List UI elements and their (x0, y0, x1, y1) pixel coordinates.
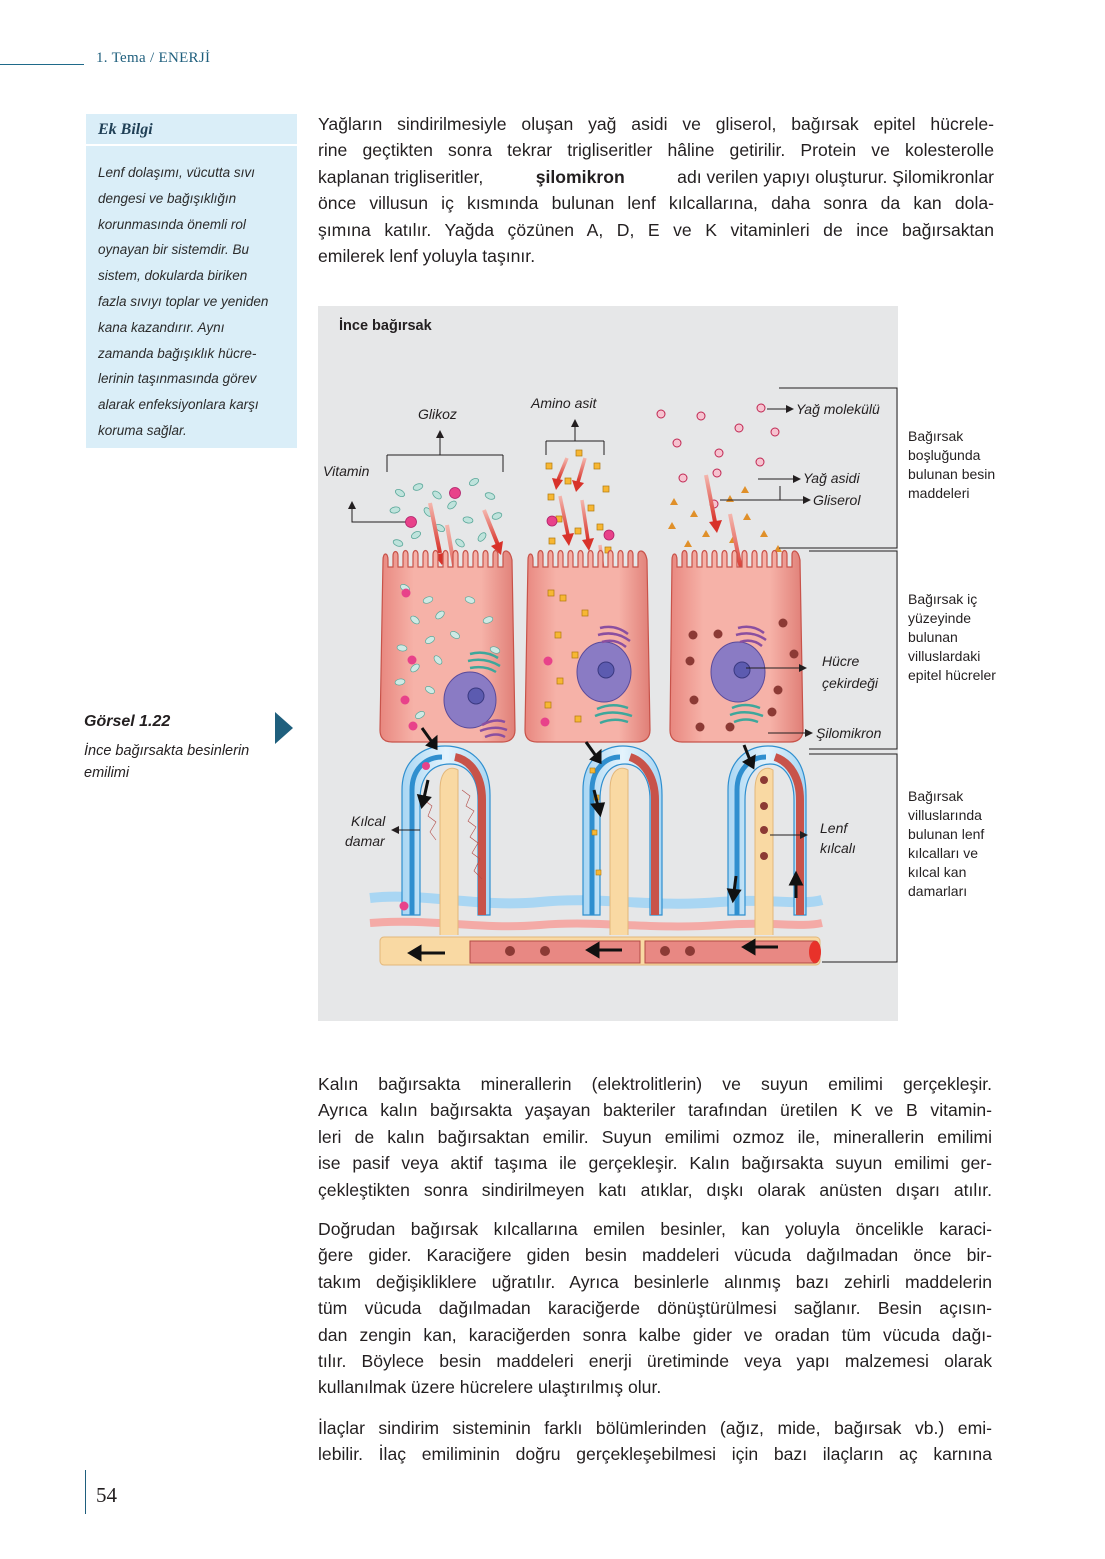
figure-brackets (779, 387, 898, 963)
info-line: alarak enfeksiyonlara karşı (98, 397, 259, 413)
label-lenf: Lenf (820, 820, 849, 836)
side-label-lumen: Bağırsak boşluğunda bulunan besin maddel… (908, 427, 995, 503)
text-span: adı verilen yapıyı oluşturur. Şilomikron… (677, 166, 994, 187)
villus-2 (582, 745, 663, 935)
figure-title: İnce bağırsak (339, 318, 432, 334)
text-line: ise pasif veya aktif taşıma ile gerçekle… (318, 1153, 992, 1174)
side-line: epitel hücreler (908, 667, 996, 683)
label-hucre: Hücre (822, 653, 860, 669)
info-line: oynayan bir sistemdir. Bu (98, 242, 250, 258)
info-line: sistem, dokularda biriken (98, 268, 248, 284)
chapter-title: 1. Tema / ENERJİ (96, 50, 211, 66)
label-yag-molekulu: Yağ molekülü (796, 401, 880, 417)
label-silomikron: Şilomikron (816, 725, 882, 741)
text-line: önce villusun iç kısmında bulunan lenf k… (318, 193, 994, 214)
villi: Kılcal damar Lenf kılcalı (345, 727, 856, 966)
label-amino-asit: Amino asit (530, 395, 597, 411)
label-vitamin: Vitamin (323, 463, 370, 479)
caption-line: İnce bağırsakta besinlerin (84, 743, 250, 759)
figure-caption-body: İnce bağırsakta besinlerin emilimi (84, 740, 249, 784)
label-kilcal: Kılcal (351, 813, 386, 829)
info-line: kana kazandırır. Aynı (98, 319, 225, 335)
info-line: dengesi ve bağışıklığın (98, 190, 237, 206)
text-line: Kalın bağırsakta minerallerin (elektroli… (318, 1074, 992, 1094)
text-line: İlaçlar sindirim sisteminin farklı bölüm… (318, 1418, 992, 1438)
text-line: leri de kalın bağırsaktan emilir. Suyun … (318, 1126, 992, 1147)
text-line: dan zengin kan, karaciğerden sonra kalbe… (318, 1324, 992, 1345)
label-cekirdegi: çekirdeği (822, 675, 879, 691)
paragraph-4: İlaçlar sindirim sisteminin farklı bölüm… (318, 1415, 992, 1468)
footer-rule (85, 1470, 86, 1514)
info-line: zamanda bağışıklık hücre- (98, 345, 257, 361)
label-damar: damar (345, 833, 386, 849)
glucose-group: Glikoz Vitamin (323, 406, 504, 610)
page-number: 54 (96, 1483, 117, 1507)
epithelial-cell-1 (379, 549, 516, 743)
keyword-silomikron: şilomikron (535, 166, 625, 187)
amino-acid-molecules (545, 449, 612, 554)
info-line: fazla sıvıyı toplar ve yeniden (98, 293, 269, 309)
text-line: rine geçtikten sonra tekrar trigliseritl… (318, 140, 994, 161)
text-line: Yağların sindirilmesiyle oluşan yağ asid… (318, 114, 994, 134)
text-line: ğere gider. Karaciğere giden besin madde… (318, 1245, 992, 1266)
info-box-header: Ek Bilgi (86, 114, 297, 146)
epithelial-cell-3 (669, 549, 804, 743)
caption-line: emilimi (84, 765, 130, 781)
label-yag-asidi: Yağ asidi (803, 470, 860, 486)
side-line: Bağırsak (908, 428, 964, 444)
paragraph-2: Kalın bağırsakta minerallerin (elektroli… (318, 1071, 992, 1203)
figure-caption-title: Görsel 1.22 (84, 713, 171, 730)
label-kilcali: kılcalı (820, 840, 856, 856)
side-line: maddeleri (908, 485, 970, 501)
info-line: Lenf dolaşımı, vücutta sıvı (98, 165, 255, 180)
glucose-molecules (389, 477, 503, 548)
info-line: korunmasında önemli rol (98, 216, 246, 232)
side-line: damarları (908, 883, 968, 899)
text-line: Doğrudan bağırsak kılcallarına emilen be… (318, 1219, 992, 1239)
text-line: Ayrıca kalın bağırsakta yaşayan bakteril… (318, 1100, 992, 1121)
side-line: kılcalları ve (908, 845, 979, 861)
epithelial-cell-2 (524, 549, 651, 743)
text-line: takım değişikliklere uğratılır. Ayrıca b… (318, 1271, 992, 1292)
side-line: yüzeyinde (908, 610, 972, 626)
amino-acid-group: Amino asit (530, 395, 615, 591)
info-line: lerinin taşınmasında görev (98, 371, 257, 387)
text-span: kaplanan trigliseritler, (318, 166, 484, 187)
text-line: kaplanan trigliseritler, şilomikron adı … (318, 164, 994, 190)
side-line: bulunan besin (908, 466, 996, 482)
info-line: koruma sağlar. (98, 422, 187, 438)
side-line: villuslardaki (908, 648, 981, 664)
side-line: villuslarında (908, 807, 982, 823)
small-intestine-diagram: Glikoz Vitamin Amino a (323, 395, 882, 966)
paragraph-3: Doğrudan bağırsak kılcallarına emilen be… (318, 1216, 992, 1401)
text-line: kullanılmak üzere hücrelere ulaştırılmış… (318, 1377, 662, 1398)
label-glikoz: Glikoz (418, 406, 457, 422)
text-line: emilerek lenf yoluyla taşınır. (318, 246, 536, 267)
side-line: kılcal kan (908, 864, 967, 880)
label-gliserol: Gliserol (813, 492, 861, 508)
caption-pointer-icon (275, 712, 293, 744)
side-line: bulunan (908, 629, 958, 645)
side-line: boşluğunda (908, 447, 981, 463)
side-line: bulunan lenf (908, 826, 985, 842)
text-line: şımına katılır. Yağda çözünen A, D, E ve… (318, 219, 994, 240)
side-label-epithelium: Bağırsak iç yüzeyinde bulunan villuslard… (908, 590, 996, 685)
info-box-title: Ek Bilgi (98, 121, 153, 138)
info-box: Ek Bilgi Lenf dolaşımı, vücutta sıvı den… (86, 114, 297, 448)
header-rule (0, 64, 84, 65)
blood-vessel (469, 940, 821, 964)
epithelial-cells: Hücre çekirdeği Şilomikron (379, 549, 882, 743)
text-line: lebilir. İlaç emiliminin doğru gerçekleş… (318, 1444, 992, 1465)
text-line: çekleştikten sonra sindirilmeyen katı at… (318, 1179, 992, 1200)
paragraph-1: Yağların sindirilmesiyle oluşan yağ asid… (318, 111, 994, 269)
info-box-body: Lenf dolaşımı, vücutta sıvı dengesi ve b… (98, 160, 294, 444)
text-line: tılır. Böylece besin maddeleri enerji ür… (318, 1351, 992, 1372)
text-line: tüm vücuda dağılmadan karaciğerde dönüşt… (318, 1298, 992, 1319)
side-line: Bağırsak iç (908, 591, 978, 607)
side-label-villus: Bağırsak villuslarında bulunan lenf kılc… (908, 787, 984, 901)
side-line: Bağırsak (908, 788, 964, 804)
